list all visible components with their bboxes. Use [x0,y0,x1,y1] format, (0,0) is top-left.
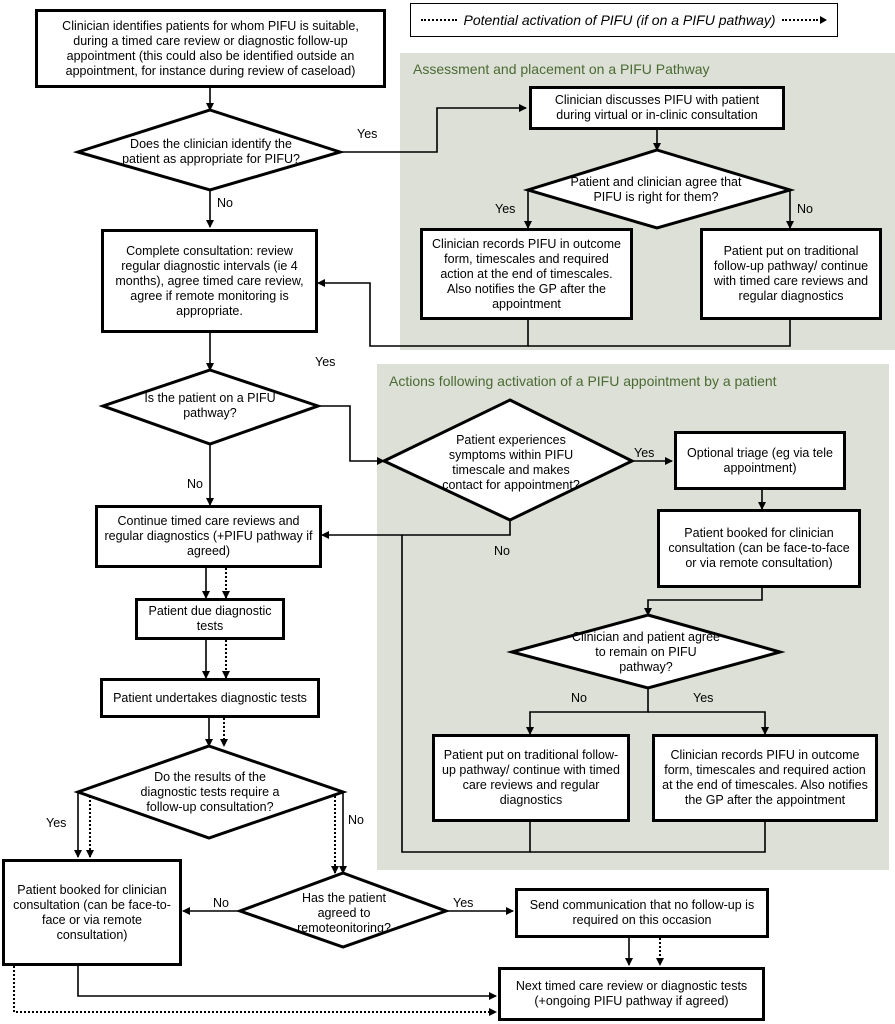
arrow-booked-to-remain [644,588,763,616]
arrow-symptoms-no [321,520,511,539]
label-no-symptoms: No [494,544,510,558]
label-no-appropriate: No [217,196,233,210]
node-q-on-pathway: Is the patient on a PIFU pathway? [144,391,276,420]
line-loop-back [317,279,529,347]
node-q-remain: Clinician and patient agree to remain on… [571,629,721,674]
arrow-pathway-yes [318,405,385,465]
node-q-results: Do the results of the diagnostic tests r… [140,769,280,814]
line-remain-split [526,688,649,735]
arrow-booked-left-to-next [77,966,497,1000]
legend-arrow-icon [819,16,827,24]
diamond-q-agree [522,148,796,230]
legend-dotted-line-icon [781,19,818,21]
assessment-panel-title: Assessment and placement on a PIFU Pathw… [413,61,710,77]
node-booked-left: Patient booked for clinician consultatio… [2,859,182,966]
node-q-appropriate: Does the clinician identify the patient … [122,137,300,166]
label-yes-results: Yes [46,816,67,830]
node-traditional-bottom: Patient put on traditional follow-up pat… [432,734,630,822]
line-remain-split-right [648,711,769,735]
node-traditional-top: Patient put on traditional follow-up pat… [700,228,882,320]
node-undertakes: Patient undertakes diagnostic tests [100,678,320,718]
node-records-top: Clinician records PIFU in outcome form, … [420,228,633,320]
arrow-q-yes-to-discuss [340,104,527,153]
node-q-agree: Patient and clinician agree that PIFU is… [570,175,742,204]
node-next-review: Next timed care review or diagnostic tes… [498,967,765,1021]
label-no-results: No [348,813,364,827]
node-records-bottom: Clinician records PIFU in outcome form, … [652,734,878,822]
node-q-symptoms: Patient experiences symptoms within PIFU… [442,433,580,492]
label-yes-appropriate: Yes [357,127,378,141]
node-discuss: Clinician discusses PIFU with patient du… [529,86,785,130]
diamond-q-remote [235,871,451,949]
node-send-comm: Send communication that no follow-up is … [515,888,769,938]
node-q-remote: Has the patient agreed to remoteonitorin… [297,890,391,935]
diamond-q-results [73,744,348,840]
node-due-tests: Patient due diagnostic tests [135,598,285,640]
label-yes-remote: Yes [453,896,474,910]
label-no-remote: No [213,896,229,910]
actions-panel-title: Actions following activation of a PIFU a… [389,373,777,389]
node-complete-consult: Complete consultation: review regular di… [101,229,318,333]
line-bottom-loop-right [530,822,766,853]
diamond-q-symptoms [380,398,636,522]
diamond-q-appropriate [72,108,346,192]
node-booked-clinician: Patient booked for clinician consultatio… [657,509,861,588]
node-continue-reviews: Continue timed care reviews and regular … [95,505,322,568]
legend-text: Potential activation of PIFU (if on a PI… [463,12,776,28]
diamond-q-remain [506,613,786,690]
label-yes-symptoms: Yes [634,446,655,460]
label-yes-loop: Yes [315,355,336,369]
line-bottom-loop [401,535,531,853]
legend-dotted-line-icon [421,19,458,21]
legend: Potential activation of PIFU (if on a PI… [410,3,838,37]
label-no-remain: No [571,691,587,705]
dotted-left-to-next [13,966,497,1016]
diamond-q-on-pathway [98,368,323,446]
label-no-on-pathway: No [187,477,203,491]
line-loop-back-right [528,320,791,347]
label-no-agree: No [797,202,813,216]
label-yes-remain: Yes [693,691,714,705]
node-identify: Clinician identifies patients for whom P… [35,9,386,88]
node-triage: Optional triage (eg via tele appointment… [674,431,846,490]
label-yes-agree: Yes [495,202,516,216]
